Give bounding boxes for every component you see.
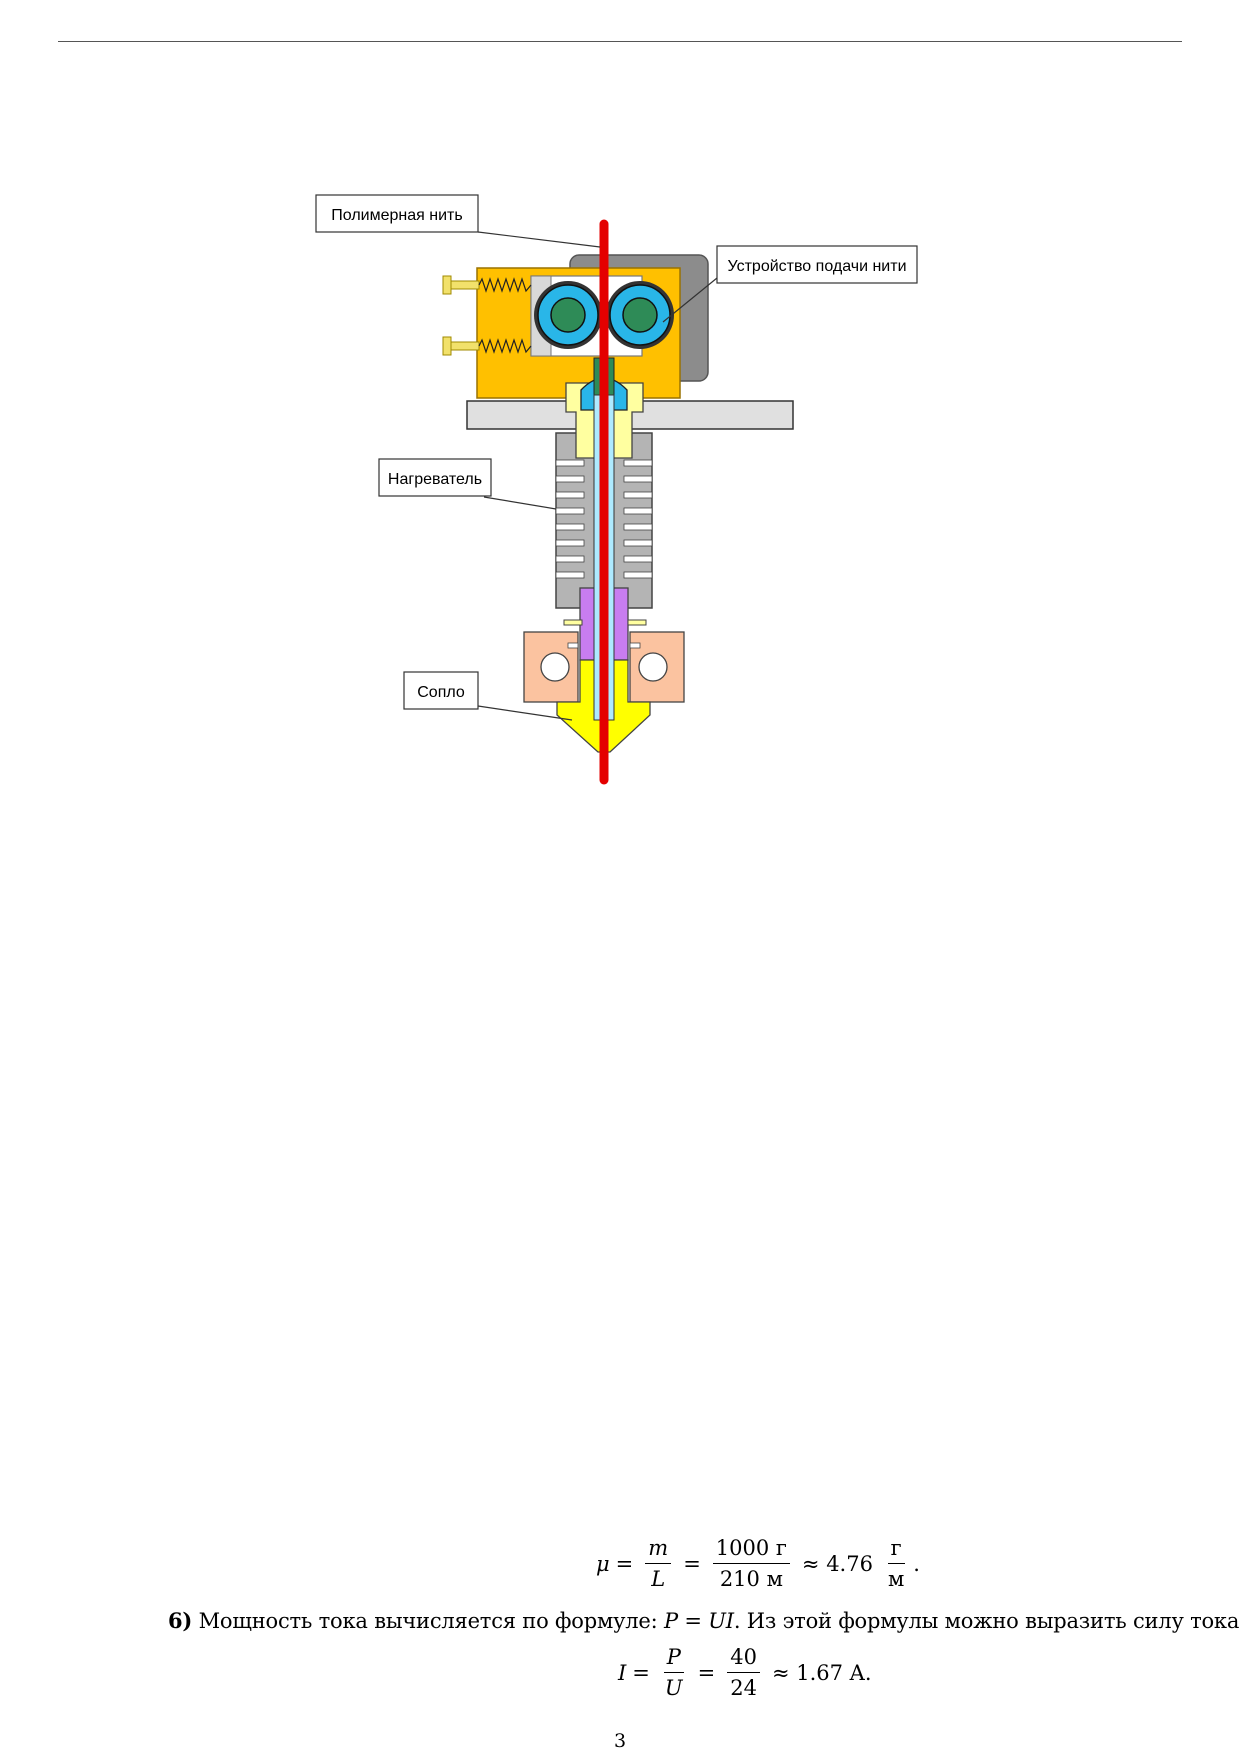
eq1-f1-den: L [651, 1567, 666, 1591]
page-number: 3 [613, 1730, 627, 1752]
eq2-result: ≈ 1.67 A. [771, 1660, 872, 1685]
drive-wheel-right [606, 281, 674, 349]
eq2-f1-num: P [663, 1645, 684, 1673]
eq1-unit-den: м [887, 1567, 905, 1591]
paragraph-power: 6) Мощность тока вычисляется по формуле:… [168, 1608, 1240, 1633]
leader-filament [477, 231, 601, 248]
eq1-f2-num: 1000 г [712, 1536, 790, 1564]
paragraph-formula: P = UI [663, 1609, 734, 1633]
eq1-equals-2: = [683, 1551, 701, 1576]
eq2-f2-den: 24 [730, 1676, 757, 1700]
eq2-lhs: I [618, 1660, 627, 1685]
label-box-feeder [716, 245, 918, 284]
heater-block-left [523, 631, 579, 703]
eq1-approx: ≈ 4.76 [801, 1551, 873, 1576]
label-filament: Полимерная нить [331, 207, 462, 224]
paragraph-text-after: . Из этой формулы можно выразить силу то… [733, 1609, 1240, 1633]
label-feeder: Устройство подачи нити [728, 258, 907, 275]
eq1-lhs: μ [596, 1551, 610, 1576]
eq2-f1-den: U [664, 1676, 683, 1700]
eq2-fraction-2: 40 24 [727, 1645, 760, 1700]
label-box-filament [315, 194, 479, 233]
leader-heater [483, 496, 557, 510]
heater-block-right [629, 631, 685, 703]
eq2-f2-num: 40 [727, 1645, 760, 1673]
flange-right [627, 619, 647, 626]
tension-screw-upper [442, 275, 532, 295]
eq1-fraction-2: 1000 г 210 м [712, 1536, 790, 1591]
paragraph-number: 6) [168, 1608, 193, 1633]
leader-nozzle [477, 705, 573, 721]
tension-screw-lower [442, 336, 532, 356]
leader-feeder [662, 277, 718, 323]
header-rule [58, 41, 1182, 42]
eq1-f1-num: m [645, 1536, 672, 1564]
eq1-unit-fraction: г м [885, 1536, 907, 1591]
eq1-equals: = [615, 1551, 634, 1576]
eq1-period: . [913, 1551, 920, 1576]
label-box-heater [378, 458, 492, 497]
eq1-f2-den: 210 м [719, 1567, 783, 1591]
label-heater: Нагреватель [388, 471, 482, 488]
eq2-equals-2: = [697, 1660, 716, 1685]
eq1-unit-num: г [887, 1536, 905, 1564]
eq1-fraction-1: m L [645, 1536, 672, 1591]
paragraph-text-before: Мощность тока вычисляется по формуле: [192, 1609, 664, 1633]
eq2-fraction-1: P U [662, 1645, 686, 1700]
equation-current: I = P U = 40 24 ≈ 1.67 A. [618, 1645, 878, 1700]
label-box-nozzle [403, 671, 479, 710]
label-nozzle: Сопло [417, 684, 465, 701]
equation-linear-density: μ = m L = 1000 г 210 м ≈ 4.76 г м . [596, 1536, 920, 1591]
flange-left [563, 619, 583, 626]
extruder-diagram: Полимерная нить Устройство подачи нити Н… [315, 194, 918, 785]
drive-wheel-left [534, 281, 602, 349]
eq2-equals: = [632, 1660, 650, 1685]
